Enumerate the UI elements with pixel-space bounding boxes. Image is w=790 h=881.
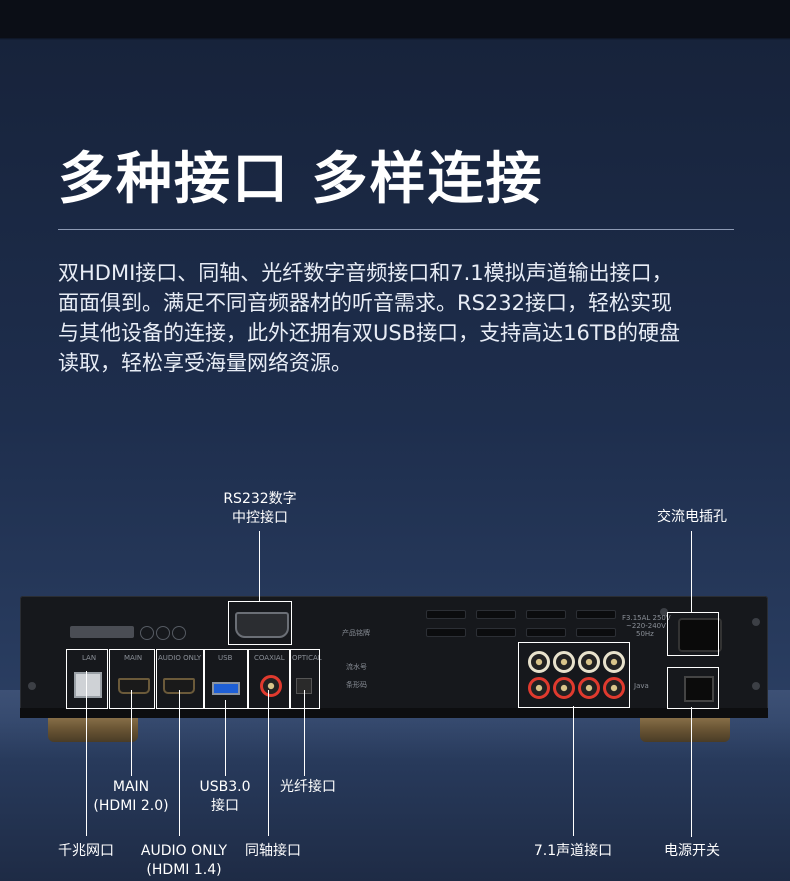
- highlight-rs232: [228, 601, 292, 645]
- label-audio-only: AUDIO ONLY (HDMI 1.4): [134, 842, 234, 880]
- analog-rca-port[interactable]: [578, 677, 600, 699]
- label-optical: 光纤接口: [280, 779, 336, 795]
- vent-slot: [526, 610, 566, 619]
- screw-icon: [752, 682, 760, 690]
- label-audio-only-line1: AUDIO ONLY: [140, 843, 228, 859]
- leader-audio-only: [179, 690, 180, 836]
- label-rs232-line2: 中控接口: [232, 510, 288, 526]
- lan-port[interactable]: [74, 672, 102, 698]
- analog-rca-port[interactable]: [578, 651, 600, 673]
- label-power-switch: 电源开关: [664, 843, 720, 859]
- description: 双HDMI接口、同轴、光纤数字音频接口和7.1模拟声道输出接口， 面面俱到。满足…: [58, 258, 748, 378]
- top-bar: [0, 0, 790, 38]
- vent-slot: [576, 628, 616, 637]
- analog-rca-port[interactable]: [553, 651, 575, 673]
- leader-analog71: [573, 706, 574, 836]
- voltage-rating: ~220-240V: [626, 622, 666, 630]
- panel-label-coaxial: COAXIAL: [254, 654, 285, 662]
- vent-slot: [426, 628, 466, 637]
- label-usb-line1: USB3.0: [199, 779, 251, 795]
- highlight-audio-only: [156, 649, 204, 709]
- highlight-analog71: [518, 642, 630, 708]
- player-rear-panel: LAN MAIN AUDIO ONLY USB COAXIAL OPTICAL …: [20, 596, 768, 718]
- vent-slot: [476, 610, 516, 619]
- label-audio-only-line2: (HDMI 1.4): [146, 862, 222, 878]
- label-lan: 千兆网口: [58, 843, 114, 859]
- screw-icon: [752, 618, 760, 626]
- warning-label: [70, 626, 134, 638]
- screw-icon: [28, 682, 36, 690]
- analog-rca-port[interactable]: [528, 651, 550, 673]
- highlight-usb: [204, 649, 248, 709]
- description-line: 双HDMI接口、同轴、光纤数字音频接口和7.1模拟声道输出接口，: [58, 261, 673, 285]
- leader-lan: [86, 671, 87, 836]
- leader-coaxial: [268, 690, 269, 836]
- certification-icon: [172, 626, 186, 640]
- fuse-rating: F3.15AL 250V: [622, 614, 671, 622]
- leader-ac-power: [691, 531, 692, 612]
- nameplate-barcode: 条形码: [346, 681, 367, 689]
- headline-divider: [58, 229, 734, 230]
- panel-label-optical: OPTICAL: [292, 654, 322, 662]
- label-analog71: 7.1声道接口: [533, 843, 613, 859]
- panel-label-main: MAIN: [124, 654, 143, 662]
- nameplate-serial: 流水号: [346, 663, 367, 671]
- description-line: 与其他设备的连接，此外还拥有双USB接口，支持高达16TB的硬盘: [58, 321, 681, 345]
- analog-rca-port[interactable]: [553, 677, 575, 699]
- vent-slot: [526, 628, 566, 637]
- panel-label-usb: USB: [218, 654, 233, 662]
- coaxial-port[interactable]: [260, 675, 282, 697]
- certification-icon: [156, 626, 170, 640]
- label-ac-power: 交流电插孔: [657, 509, 727, 525]
- highlight-main: [109, 649, 155, 709]
- highlight-coaxial: [248, 649, 290, 709]
- analog-rca-port[interactable]: [603, 651, 625, 673]
- label-main-line2: (HDMI 2.0): [93, 798, 169, 814]
- screw-icon: [660, 608, 668, 616]
- nameplate-product-name: 产品铭牌: [342, 629, 370, 637]
- label-usb-line2: 接口: [211, 798, 239, 814]
- page-headline: 多种接口 多样连接: [58, 147, 544, 212]
- leader-optical: [304, 690, 305, 776]
- leader-usb: [225, 700, 226, 776]
- leader-main: [131, 690, 132, 776]
- hdmi-main-port[interactable]: [118, 678, 150, 694]
- vent-slot: [426, 610, 466, 619]
- highlight-lan: [66, 649, 108, 709]
- leader-rs232: [259, 531, 260, 601]
- label-rs232: RS232数字 中控接口: [219, 490, 301, 528]
- analog-rca-port[interactable]: [528, 677, 550, 699]
- panel-label-audio-only: AUDIO ONLY: [158, 654, 202, 662]
- panel-bottom-lip: [20, 708, 768, 718]
- ac-power-socket[interactable]: [678, 618, 722, 652]
- label-main: MAIN (HDMI 2.0): [88, 778, 174, 816]
- analog-rca-port[interactable]: [603, 677, 625, 699]
- panel-label-lan: LAN: [82, 654, 97, 662]
- leader-power-switch: [691, 707, 692, 837]
- highlight-optical: [290, 649, 320, 709]
- certification-icon: [140, 626, 154, 640]
- label-main-line1: MAIN: [112, 779, 150, 795]
- description-line: 读取，轻松享受海量网络资源。: [58, 351, 352, 375]
- highlight-power-switch: [667, 667, 719, 709]
- description-line: 面面俱到。满足不同音频器材的听音需求。RS232接口，轻松实现: [58, 291, 673, 315]
- vent-slot: [476, 628, 516, 637]
- frequency-rating: 50Hz: [636, 630, 654, 638]
- vent-slot: [576, 610, 616, 619]
- java-logo: Java: [634, 682, 649, 690]
- highlight-ac-power: [667, 612, 719, 656]
- label-rs232-line1: RS232数字: [223, 491, 297, 507]
- power-switch[interactable]: [684, 676, 714, 702]
- label-usb: USB3.0 接口: [189, 778, 261, 816]
- rs232-port[interactable]: [235, 612, 289, 638]
- usb3-port[interactable]: [212, 682, 240, 695]
- label-coaxial: 同轴接口: [245, 843, 301, 859]
